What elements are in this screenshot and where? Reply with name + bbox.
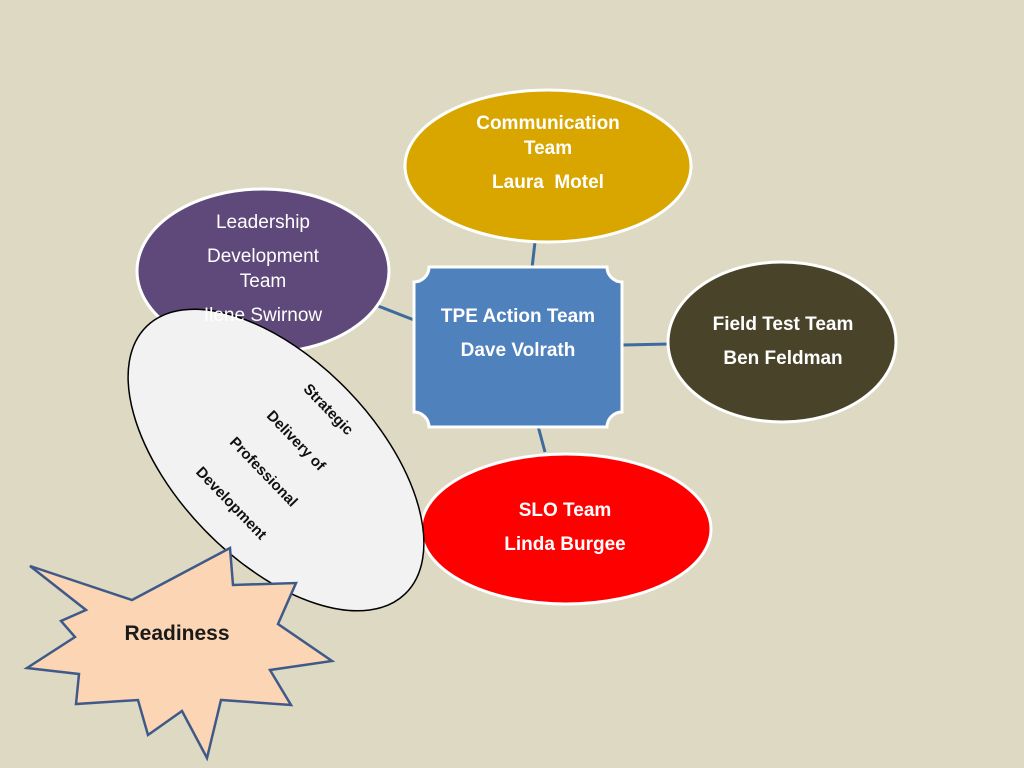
slo-team-person: Linda Burgee: [504, 534, 626, 555]
slo-team-label: SLO Team Linda Burgee: [460, 498, 670, 557]
leadership-team-title-line1: Leadership: [215, 212, 311, 233]
tpe-action-team-person: Dave Volrath: [460, 340, 576, 361]
communication-team-person: Laura Motel: [492, 172, 604, 193]
communication-team-label: Communication Team Laura Motel: [438, 111, 658, 195]
communication-team-title-line2: Team: [523, 138, 573, 159]
tpe-action-team-title: TPE Action Team: [440, 306, 596, 327]
connector-tpe-field-test: [621, 342, 671, 347]
leadership-team-title-line3: Team: [239, 271, 287, 292]
tpe-action-team-node[interactable]: [412, 265, 624, 429]
leadership-team-person: Ilene Swirnow: [203, 305, 323, 326]
leadership-team-title-line2: Development: [207, 246, 319, 267]
field-test-team-label: Field Test Team Ben Feldman: [680, 312, 886, 371]
tpe-action-team-label: TPE Action Team Dave Volrath: [420, 304, 616, 363]
readiness-starburst[interactable]: [23, 546, 336, 762]
readiness-label: Readiness: [100, 621, 254, 646]
field-test-team-node[interactable]: [666, 260, 898, 424]
communication-team-title-line1: Communication: [476, 113, 620, 134]
connector-tpe-communication: [530, 241, 537, 269]
slo-team-title: SLO Team: [518, 500, 612, 521]
leadership-team-label: Leadership Development Team Ilene Swirno…: [170, 210, 356, 328]
communication-team-node[interactable]: [403, 88, 693, 244]
connector-tpe-leadership: [377, 304, 415, 322]
readiness-title: Readiness: [124, 622, 230, 645]
field-test-team-person: Ben Feldman: [723, 348, 843, 369]
field-test-team-title: Field Test Team: [712, 314, 854, 335]
connector-tpe-slo: [536, 425, 547, 453]
strategic-delivery-node[interactable]: [75, 257, 477, 664]
